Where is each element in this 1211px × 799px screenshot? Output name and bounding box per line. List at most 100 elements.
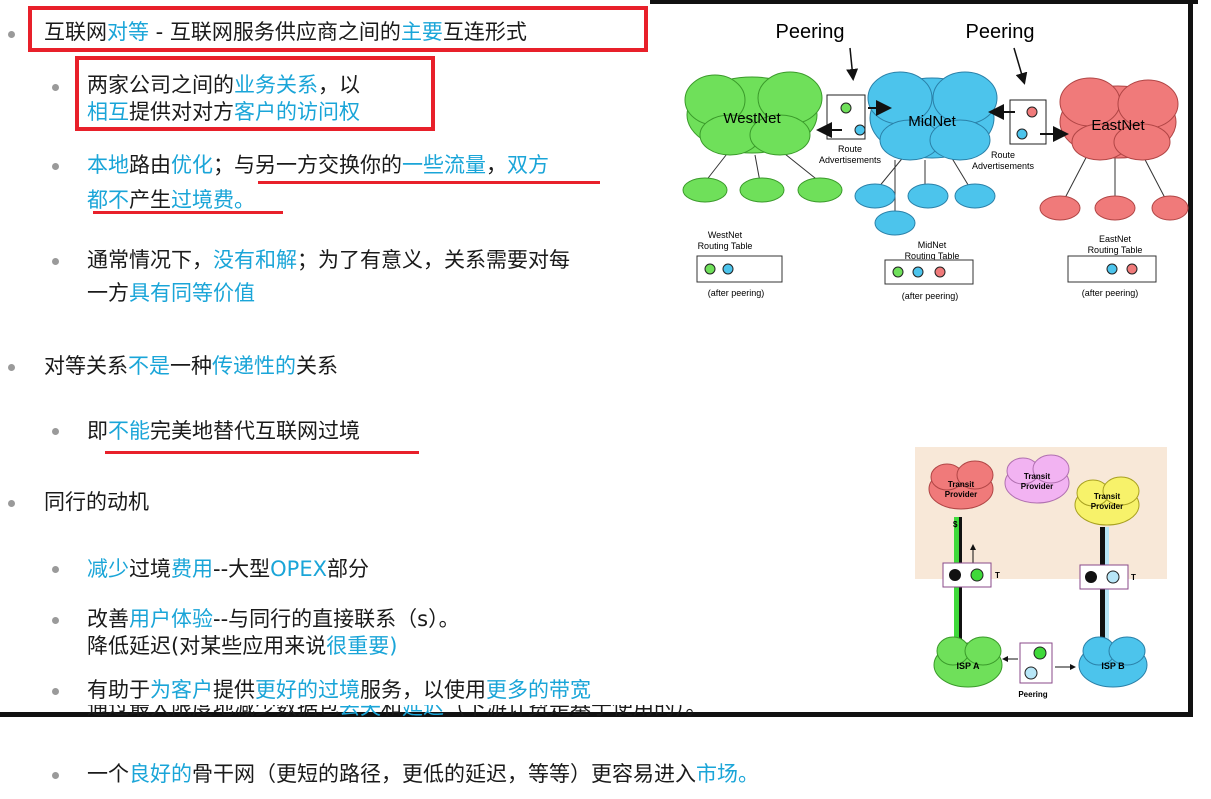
transit-a-label-1: Transit xyxy=(948,480,975,489)
text-segment: 一个 xyxy=(87,762,129,786)
text-segment: 互连形式 xyxy=(442,20,527,44)
text-segment: 过境 xyxy=(129,557,171,581)
transit-provider-mid-cloud xyxy=(1004,454,1070,504)
text-segment: 改善 xyxy=(87,607,129,631)
slide-frame xyxy=(0,0,1193,717)
highlighted-text: 市场。 xyxy=(696,762,759,786)
bullet-dot xyxy=(52,566,59,573)
highlighted-text: 相互 xyxy=(87,100,129,124)
transit-provider-a-cloud xyxy=(928,460,994,510)
peering-label-left: Peering xyxy=(776,21,845,43)
transit-a-label-2: Provider xyxy=(945,490,977,499)
east-table-title-2: Routing Table xyxy=(1088,245,1143,255)
midnet-label: MidNet xyxy=(908,113,956,130)
west-table-title-1: WestNet xyxy=(708,230,743,240)
highlighted-text: 没有和解 xyxy=(213,248,297,272)
highlighted-text: 更好的过境 xyxy=(255,678,360,702)
highlighted-text: 业务关系 xyxy=(234,73,318,97)
text-segment: 提供对对方 xyxy=(129,100,234,124)
bullet-user-experience-line2: 降低延迟(对某些应用来说很重要) xyxy=(87,632,397,661)
bullet-dot xyxy=(8,500,15,507)
highlighted-text: 客户的访问权 xyxy=(234,100,360,124)
text-segment: 两家公司之间的 xyxy=(87,73,234,97)
transit-b-label-1: Transit xyxy=(1094,492,1121,501)
east-after-peering: (after peering) xyxy=(1082,288,1139,298)
highlighted-text: 本地 xyxy=(87,153,129,177)
text-segment: 路由 xyxy=(129,153,171,177)
highlighted-text: 优化 xyxy=(171,153,213,177)
isp-b-cloud xyxy=(1078,636,1148,688)
text-segment: 骨干网（更短的路径，更低的延迟，等等）更容易进入 xyxy=(192,762,696,786)
bullet-not-transitive: 对等关系不是一种传递性的关系 xyxy=(44,352,338,381)
dollar-label: $ xyxy=(953,520,958,529)
text-segment: 通过最大限度地减少数据包 xyxy=(87,705,339,719)
text-segment: 一方 xyxy=(87,281,129,305)
bullet-dot xyxy=(52,84,59,91)
transit-mid-label-1: Transit xyxy=(1024,472,1051,481)
route-adv-right-1: Route xyxy=(991,150,1015,160)
bullet-local-routing-line1: 本地路由优化；与另一方交换你的一些流量，双方 xyxy=(87,151,549,180)
highlighted-text: 很重要) xyxy=(326,634,398,658)
bullet-motivation-heading: 同行的动机 xyxy=(44,488,149,517)
bullet-dot xyxy=(52,163,59,170)
text-segment: 部分 xyxy=(327,557,370,581)
highlighted-text: 具有同等价值 xyxy=(129,281,255,305)
bullet-dot xyxy=(52,617,59,624)
highlighted-text: 传递性的 xyxy=(212,354,296,378)
highlighted-text: 更多的带宽 xyxy=(486,678,591,702)
bullet-user-experience-line1: 改善用户体验--与同行的直接联系（s）。 xyxy=(87,605,460,634)
annotation-box-business xyxy=(75,56,435,131)
route-adv-left-2: Advertisements xyxy=(819,155,882,165)
transit-mid-label-2: Provider xyxy=(1021,482,1053,491)
text-segment: ；与另一方交换你的 xyxy=(213,153,402,177)
highlighted-text: 为客户 xyxy=(150,678,213,702)
text-segment: 通常情况下， xyxy=(87,248,213,272)
eastnet-label: EastNet xyxy=(1091,117,1145,134)
bullet-reduce-cost: 减少过境费用--大型OPEX部分 xyxy=(87,555,369,584)
bullet-good-backbone: 一个良好的骨干网（更短的路径，更低的延迟，等等）更容易进入市场。 xyxy=(87,760,759,789)
annotation-box-title xyxy=(28,6,648,52)
west-table-title-2: Routing Table xyxy=(698,241,753,251)
text-segment: ，以 xyxy=(318,73,360,97)
peering-arrow-right xyxy=(1013,47,1028,85)
t-label-right: T xyxy=(1131,573,1136,582)
highlighted-text: 用户体验 xyxy=(129,607,213,631)
annotation-underline-3 xyxy=(105,451,419,454)
isp-peering-label: Peering xyxy=(1018,690,1047,699)
text-segment: --与同行的直接联系（s）。 xyxy=(213,607,460,631)
text-segment: 有助于 xyxy=(87,678,150,702)
text-segment: - 互联网服务供应商之间的 xyxy=(149,20,401,44)
peering-label-right: Peering xyxy=(966,21,1035,43)
upstream-box-b xyxy=(1079,564,1129,590)
highlighted-text: 减少 xyxy=(87,557,129,581)
transit-diagram: Transit Provider Transit Provider Transi… xyxy=(915,447,1167,699)
eastnet-cloud xyxy=(1059,77,1179,161)
text-segment: 互联网 xyxy=(44,20,107,44)
isp-b-label: ISP B xyxy=(1101,661,1125,671)
mid-table-title-2: Routing Table xyxy=(905,251,960,261)
westnet-label: WestNet xyxy=(723,110,781,127)
text-segment: --大型 xyxy=(213,557,271,581)
route-adv-left-1: Route xyxy=(838,144,862,154)
highlighted-text: 不是 xyxy=(128,354,170,378)
bullet-no-settlement-line1: 通常情况下，没有和解；为了有意义，关系需要对每 xyxy=(87,246,570,275)
transit-provider-b-cloud xyxy=(1074,476,1140,526)
highlighted-text: 双方 xyxy=(507,153,549,177)
bullet-better-transit-line2-clipped: 通过最大限度地减少数据包丢失和延迟（下游计费是基于使用的）。 xyxy=(87,705,707,719)
isp-a-cloud xyxy=(933,636,1003,688)
highlighted-text: 费用 xyxy=(171,557,213,581)
t-label-left: T xyxy=(995,571,1000,580)
text-segment: 完美地替代互联网过境 xyxy=(150,419,360,443)
annotation-underline-2 xyxy=(93,211,283,214)
highlighted-text: 良好的 xyxy=(129,762,192,786)
text-segment: 产生 xyxy=(129,188,171,212)
highlighted-text: 过境费。 xyxy=(171,188,255,212)
text-segment: 提供 xyxy=(213,678,255,702)
west-after-peering: (after peering) xyxy=(708,288,765,298)
peering-box-left xyxy=(826,94,866,140)
bullet-business-relation-line1: 两家公司之间的业务关系，以 xyxy=(87,71,360,100)
highlighted-text: 丢失 xyxy=(339,705,381,719)
text-segment: （下游计费是基于使用的）。 xyxy=(444,705,707,719)
bullet-dot xyxy=(8,31,15,38)
west-routing-table xyxy=(696,255,783,283)
